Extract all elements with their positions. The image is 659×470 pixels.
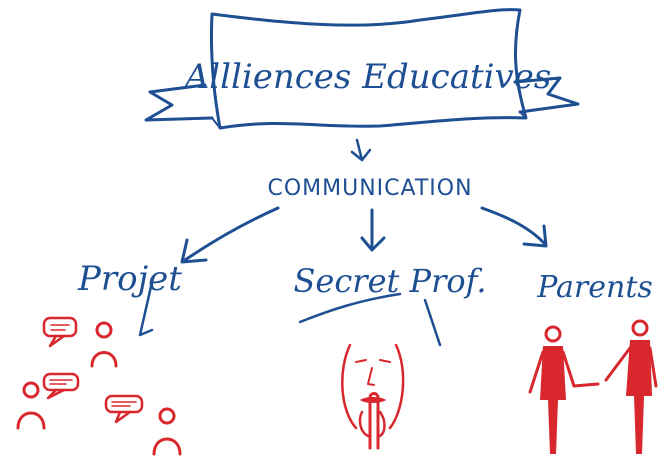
node-communication: COMMUNICATION: [267, 176, 472, 201]
title-banner: Allliences Educatives: [144, 8, 580, 130]
secret-prof-flourish: [298, 292, 402, 324]
arrow-to-communication: [350, 138, 372, 162]
projet-underline: [138, 280, 154, 337]
person-icon: [152, 407, 182, 456]
parents-illustration: [528, 319, 658, 454]
person-icon: [90, 321, 118, 368]
node-projet: Projet: [77, 259, 182, 299]
person-icon: [528, 325, 600, 454]
node-secret-prof: Secret Prof.: [293, 262, 486, 300]
banner-title: Allliences Educatives: [182, 57, 552, 97]
person-icon: [604, 319, 658, 454]
secret-face-illustration: [341, 343, 405, 450]
person-icon: [16, 381, 46, 430]
arrow-to-parents: [480, 206, 548, 248]
projet-people-illustration: [16, 316, 182, 456]
arrow-to-secret-prof: [360, 208, 386, 252]
speech-bubble-icon: [104, 394, 144, 424]
speech-bubble-icon: [42, 372, 80, 400]
speech-bubble-icon: [42, 316, 78, 348]
arrow-to-projet: [180, 206, 280, 264]
secret-prof-tail: [423, 298, 442, 347]
node-parents: Parents: [536, 270, 653, 305]
